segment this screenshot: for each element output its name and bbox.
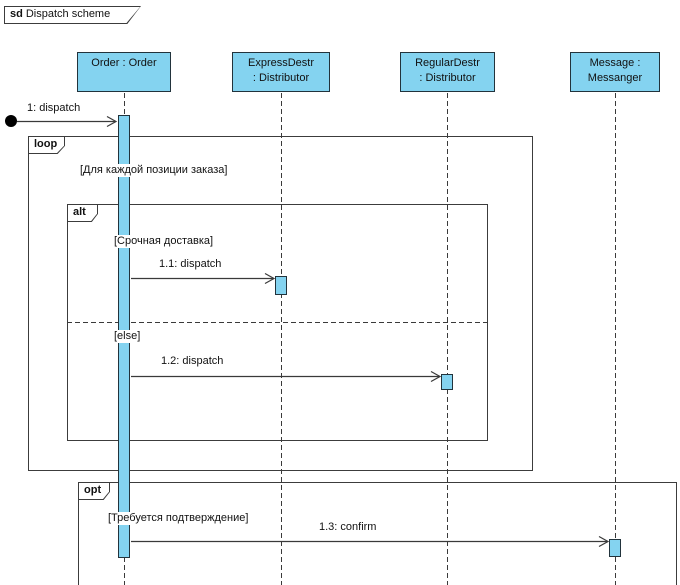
opt-operator: opt	[78, 482, 110, 500]
message-1-2-arrow	[131, 370, 442, 383]
found-message-endpoint	[5, 115, 17, 127]
lifeline-header-messanger-line2: Messanger	[587, 72, 643, 84]
activation-messanger	[609, 539, 621, 557]
activation-regulardestr	[441, 374, 453, 390]
alt-guard: [Срочная доставка]	[112, 235, 216, 248]
message-1-2-label: 1.2: dispatch	[159, 355, 226, 368]
loop-guard: [Для каждой позиции заказа]	[78, 164, 230, 177]
message-1-1-arrow	[131, 272, 276, 285]
loop-operator: loop	[28, 136, 65, 154]
loop-fragment	[28, 136, 533, 471]
message-1-3-arrow	[131, 535, 610, 548]
lifeline-header-regulardestr-line1: RegularDestr	[415, 57, 480, 69]
opt-guard: [Требуется подтверждение]	[106, 512, 251, 525]
activation-expressdestr	[275, 276, 287, 295]
frame-title: Dispatch scheme	[25, 8, 111, 20]
alt-operator-label: alt	[68, 205, 97, 221]
opt-operator-label: opt	[79, 483, 109, 499]
message-1-label: 1: dispatch	[25, 102, 83, 115]
message-1-1-label: 1.1: dispatch	[157, 258, 224, 271]
lifeline-header-order-line1: Order : Order	[91, 57, 157, 69]
opt-fragment	[78, 482, 677, 585]
message-1-arrow	[17, 115, 118, 128]
message-1-3-label: 1.3: confirm	[317, 521, 379, 534]
lifeline-header-expressdestr: ExpressDestr : Distributor	[232, 52, 330, 92]
lifeline-header-order: Order : Order	[77, 52, 171, 92]
lifeline-header-messanger: Message : Messanger	[570, 52, 660, 92]
lifeline-header-expressdestr-line1: ExpressDestr	[247, 57, 315, 69]
lifeline-header-regulardestr: RegularDestr : Distributor	[400, 52, 495, 92]
alt-operator: alt	[67, 204, 98, 222]
loop-operator-label: loop	[29, 137, 64, 153]
lifeline-header-messanger-line1: Message :	[589, 57, 641, 69]
lifeline-header-expressdestr-line2: : Distributor	[252, 72, 310, 84]
lifeline-header-regulardestr-line2: : Distributor	[419, 72, 476, 84]
alt-else-guard: [else]	[112, 330, 143, 343]
frame-keyword: sd	[10, 8, 23, 20]
